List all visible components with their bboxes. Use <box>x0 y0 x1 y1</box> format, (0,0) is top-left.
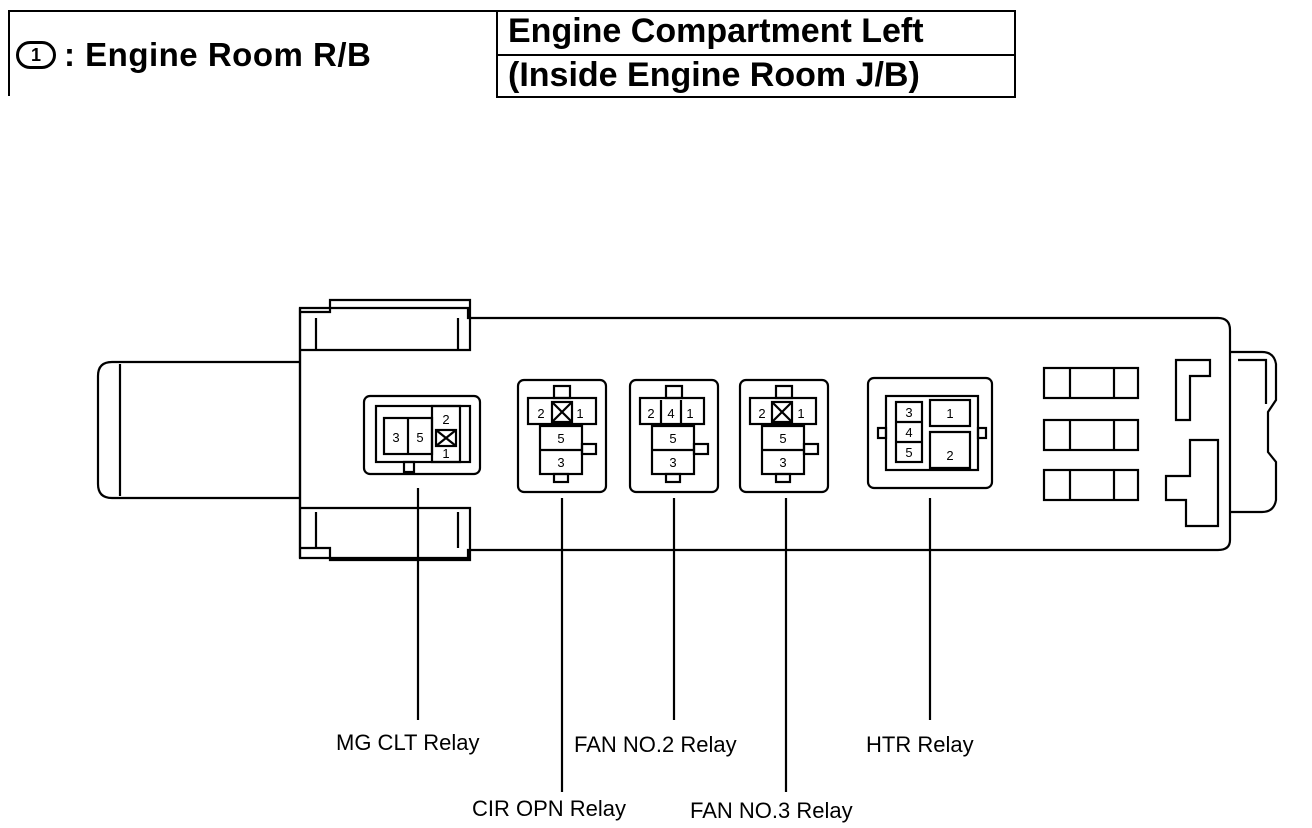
htr-pin-5: 5 <box>905 445 912 460</box>
label-fan-no2-relay: FAN NO.2 Relay <box>574 732 737 757</box>
fan-no2-pin-3: 3 <box>669 455 676 470</box>
relay-fan-no2: 2 4 1 5 3 <box>628 378 720 494</box>
label-cir-opn-relay: CIR OPN Relay <box>472 796 627 821</box>
header-location-line1: Engine Compartment Left <box>508 12 924 50</box>
fan-no3-pin-5: 5 <box>779 431 786 446</box>
cir-opn-pin-5: 5 <box>557 431 564 446</box>
cir-opn-pin-1: 1 <box>576 406 583 421</box>
relay-htr: 3 4 5 1 2 <box>866 376 994 490</box>
header-left: 1 : Engine Room R/B <box>16 30 371 80</box>
header-top-border <box>8 10 1014 12</box>
label-htr-relay: HTR Relay <box>866 732 974 757</box>
relay-fan-no3: 2 1 5 3 <box>738 378 830 494</box>
fan-no3-pin-3: 3 <box>779 455 786 470</box>
relay-mg-clt: 3 5 2 1 <box>362 394 482 476</box>
htr-pin-1: 1 <box>946 406 953 421</box>
relay-block-body <box>96 298 1278 562</box>
circled-number-badge: 1 <box>16 41 56 69</box>
fan-no2-pin-2: 2 <box>647 406 654 421</box>
header-title-left: : Engine Room R/B <box>64 36 372 73</box>
htr-pin-4: 4 <box>905 425 912 440</box>
relay-cir-opn: 2 1 5 3 <box>516 378 608 494</box>
header-location-line2: (Inside Engine Room J/B) <box>508 56 920 94</box>
cir-opn-pin-2: 2 <box>537 406 544 421</box>
label-fan-no3-relay: FAN NO.3 Relay <box>690 798 853 823</box>
label-mg-clt-relay: MG CLT Relay <box>336 730 480 755</box>
fan-no3-pin-2: 2 <box>758 406 765 421</box>
header-left-border <box>8 10 10 96</box>
htr-pin-3: 3 <box>905 405 912 420</box>
fan-no3-pin-1: 1 <box>797 406 804 421</box>
htr-pin-2: 2 <box>946 448 953 463</box>
header-right-box: Engine Compartment Left (Inside Engine R… <box>496 10 1016 98</box>
cir-opn-pin-3: 3 <box>557 455 564 470</box>
fan-no2-pin-4: 4 <box>667 406 674 421</box>
header: 1 : Engine Room R/B Engine Compartment L… <box>8 10 1016 98</box>
leader-lines <box>416 488 932 792</box>
header-divider <box>498 54 1014 56</box>
fan-no2-pin-5: 5 <box>669 431 676 446</box>
fan-no2-pin-1: 1 <box>686 406 693 421</box>
mg-clt-pin-1: 1 <box>442 446 449 461</box>
mg-clt-pin-2: 2 <box>442 412 449 427</box>
mg-clt-pin-3: 3 <box>392 430 399 445</box>
mg-clt-pin-5: 5 <box>416 430 423 445</box>
